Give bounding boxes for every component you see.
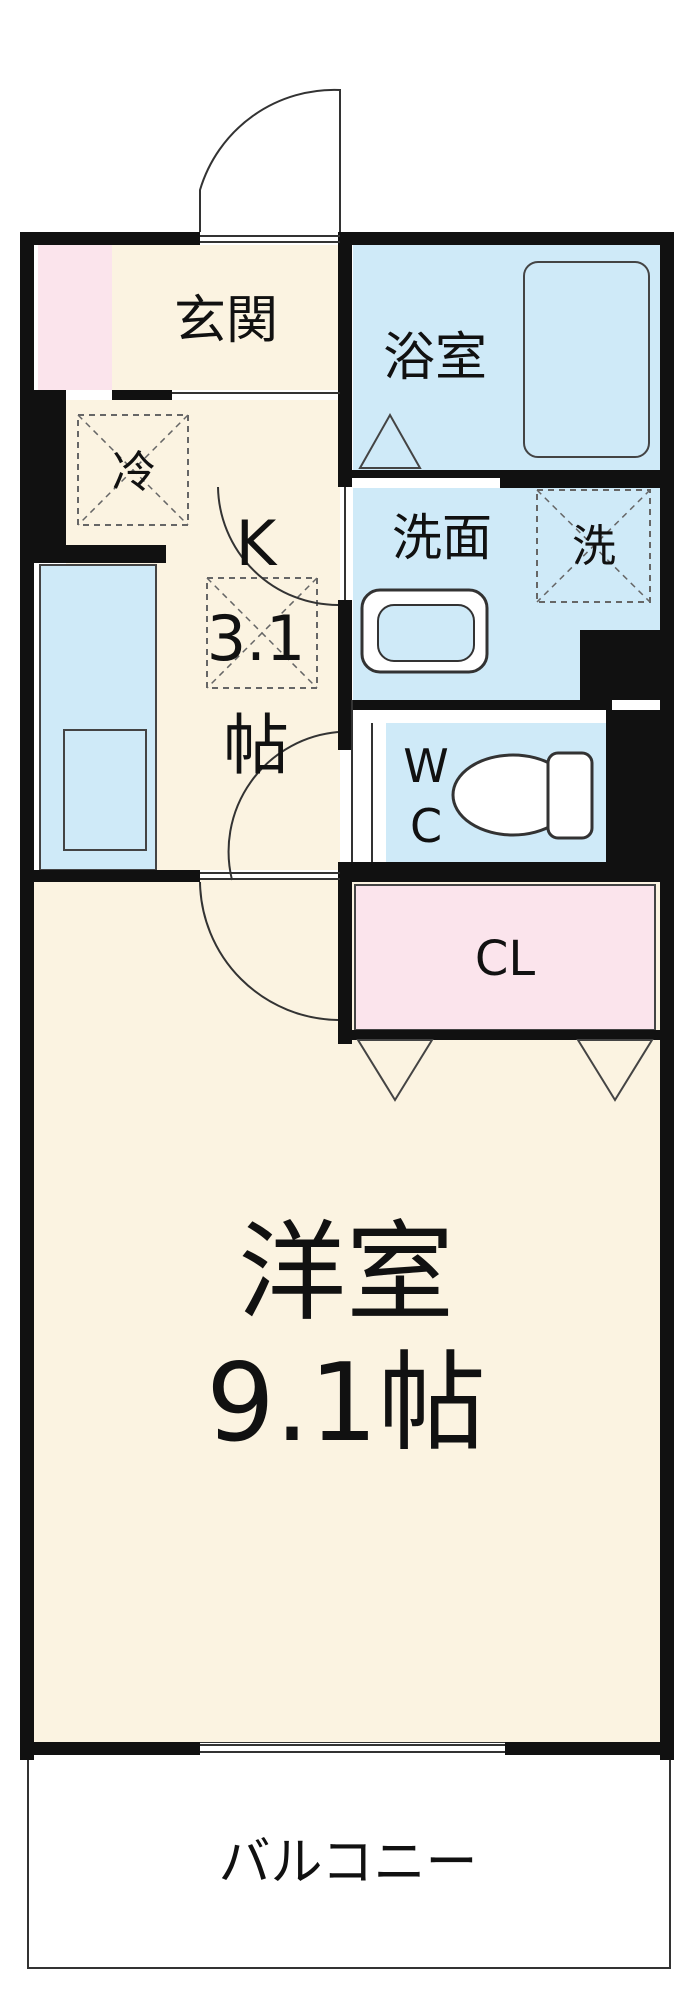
- sink-basin: [63, 729, 147, 851]
- bath-drain-triangle: [358, 412, 422, 469]
- washroom-label: 洗面: [392, 509, 492, 567]
- balcony-label: バルコニー: [219, 1833, 478, 1893]
- entry-door-swing: [199, 88, 341, 232]
- entrance-floor: [112, 245, 340, 390]
- closet-floor: [354, 884, 656, 1031]
- closet-label: CL: [475, 931, 536, 987]
- washer-space: [536, 489, 651, 603]
- wc-w-label: W: [403, 739, 448, 793]
- bath-label: 浴室: [383, 328, 487, 388]
- balcony-floor: [27, 1741, 671, 1969]
- kitchen-letter-label: K: [236, 507, 278, 580]
- western-size-label: 9.1帖: [206, 1341, 486, 1466]
- closet-door-right: [576, 1039, 654, 1102]
- wc-c-label: C: [410, 799, 442, 853]
- kitchen-door-swing: [227, 731, 339, 881]
- toilet-tank: [546, 751, 594, 840]
- kitchen-unit-label: 帖: [223, 707, 289, 784]
- entrance-label: 玄関: [174, 291, 278, 351]
- fridge-label: 冷: [112, 447, 156, 498]
- washroom-door-swing: [217, 486, 339, 606]
- bathtub: [523, 261, 650, 458]
- openings: [172, 235, 505, 1753]
- fridge-space: [77, 414, 189, 526]
- closet-door-left: [356, 1039, 434, 1102]
- kitchen-size-label: 3.1: [207, 602, 306, 675]
- washbasin-bowl: [377, 604, 475, 662]
- shoe-cabinet: [38, 245, 112, 390]
- walls: [20, 232, 674, 1760]
- washer-label: 洗: [572, 521, 616, 572]
- room-door-swing: [199, 881, 339, 1021]
- western-room-label: 洋室: [238, 1211, 454, 1336]
